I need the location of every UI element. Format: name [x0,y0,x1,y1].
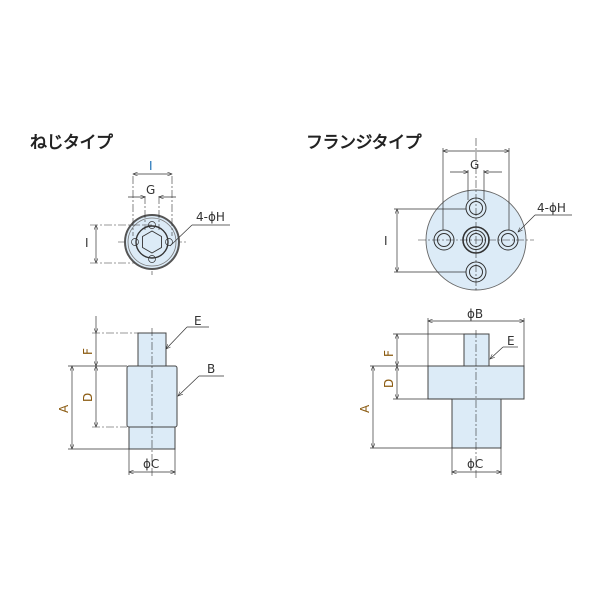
screw-side-dim-a: A [57,404,71,413]
screw-side-dim-d: D [81,393,95,402]
screw-top-dim-g: G [146,183,155,197]
screw-type-title: ねじタイプ [30,133,113,153]
screw-top-dim-i: I [149,159,153,173]
flange-side-dim-d: D [382,379,396,388]
screw-side-view [68,316,224,478]
flange-side-label-e: E [507,334,515,348]
flange-side-dim-a: A [358,404,372,413]
flange-side-dim-b: ϕB [467,307,483,321]
flange-top-view [394,138,572,292]
screw-side-label-b: B [207,362,215,376]
screw-top-holes-label: 4-ϕH [196,210,225,224]
flange-side-view [370,318,524,478]
flange-side-dim-c: ϕC [467,457,483,471]
flange-top-holes-label: 4-ϕH [537,201,566,215]
flange-side-dim-f: F [382,350,396,357]
flange-top-dim-i: I [473,134,477,148]
screw-top-view [90,174,230,275]
screw-side-label-e: E [194,314,202,328]
flange-type-title: フランジタイプ [306,133,422,153]
screw-side-dim-f: F [81,348,95,355]
flange-top-dim-i-left: I [384,234,388,248]
screw-side-dim-c: ϕC [143,457,159,471]
screw-top-dim-i-left: I [85,236,89,250]
flange-top-dim-g: G [470,158,479,172]
